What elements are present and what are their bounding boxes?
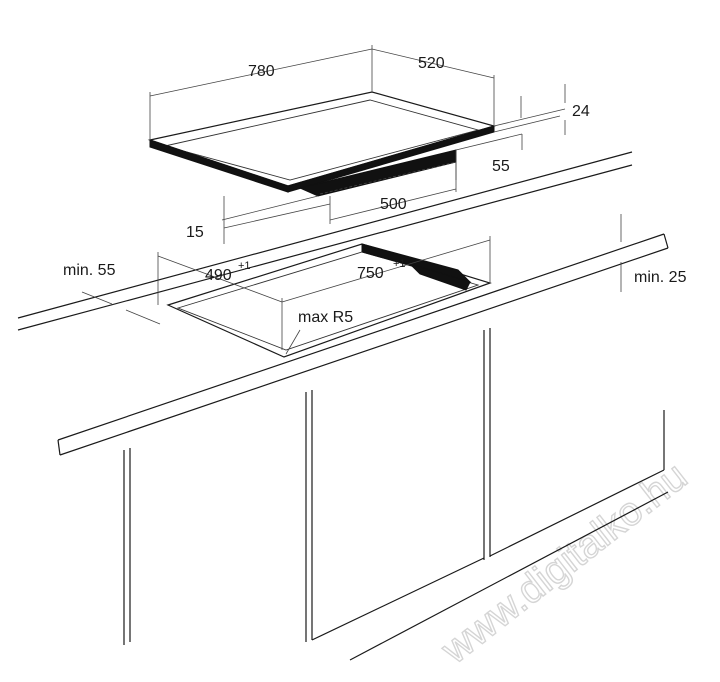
label-520: 520 <box>418 55 445 72</box>
dim-750: 750 +1 <box>281 236 491 350</box>
dim-490: 490 +1 <box>157 252 283 305</box>
dim-780: 780 <box>149 45 373 140</box>
label-15: 15 <box>186 224 204 241</box>
dim-500: 500 <box>329 162 457 224</box>
label-490-tolerance: +1 <box>238 260 251 272</box>
cutout <box>166 243 492 358</box>
label-max-r5: max R5 <box>298 309 353 326</box>
dim-15: 15 <box>186 195 331 244</box>
label-500: 500 <box>380 196 407 213</box>
dim-min-55: min. 55 <box>63 262 161 325</box>
hob <box>147 91 561 197</box>
hob-glass-inner <box>164 99 480 181</box>
dim-55: 55 <box>455 133 523 175</box>
dim-min-25: min. 25 <box>620 214 687 292</box>
label-24: 24 <box>572 103 590 120</box>
cutout-outline <box>166 243 492 358</box>
dim-24: 24 <box>493 84 590 135</box>
hob-front-edge <box>149 139 289 193</box>
hob-side-edge <box>287 125 495 193</box>
label-750-tolerance: +1 <box>393 258 406 270</box>
worktop <box>17 151 669 456</box>
label-min-25: min. 25 <box>634 269 687 286</box>
label-780: 780 <box>248 63 275 80</box>
label-490: 490 <box>205 267 232 284</box>
label-min-55: min. 55 <box>63 262 116 279</box>
cabinet <box>123 328 669 661</box>
label-750: 750 <box>357 265 384 282</box>
dim-max-r5: max R5 <box>285 309 353 355</box>
label-55: 55 <box>492 158 510 175</box>
dim-520: 520 <box>371 48 495 126</box>
